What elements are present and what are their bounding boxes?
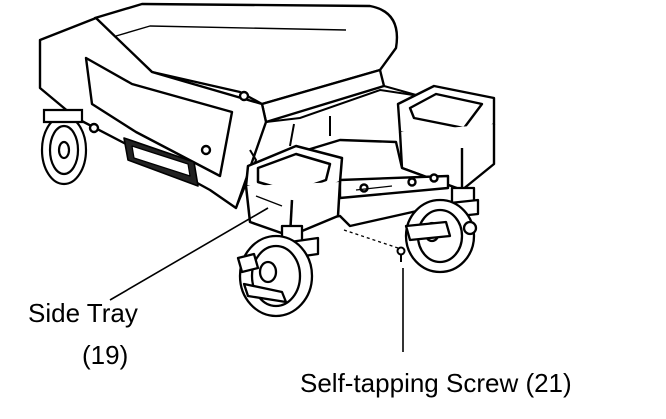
front-right-caster [404,186,480,274]
leader-lines [109,207,404,352]
side-tray-leader [109,207,269,301]
side-tray-19 [244,144,344,238]
self-tapping-screw-21 [343,229,406,262]
rear-left-wheel [40,108,88,186]
seat-body [38,2,399,210]
side-tray-number: (19) [82,340,128,370]
screw-label: Self-tapping Screw (21) [300,368,572,398]
side-tray-label: Side Tray [28,298,138,328]
front-left-caster [236,224,320,318]
